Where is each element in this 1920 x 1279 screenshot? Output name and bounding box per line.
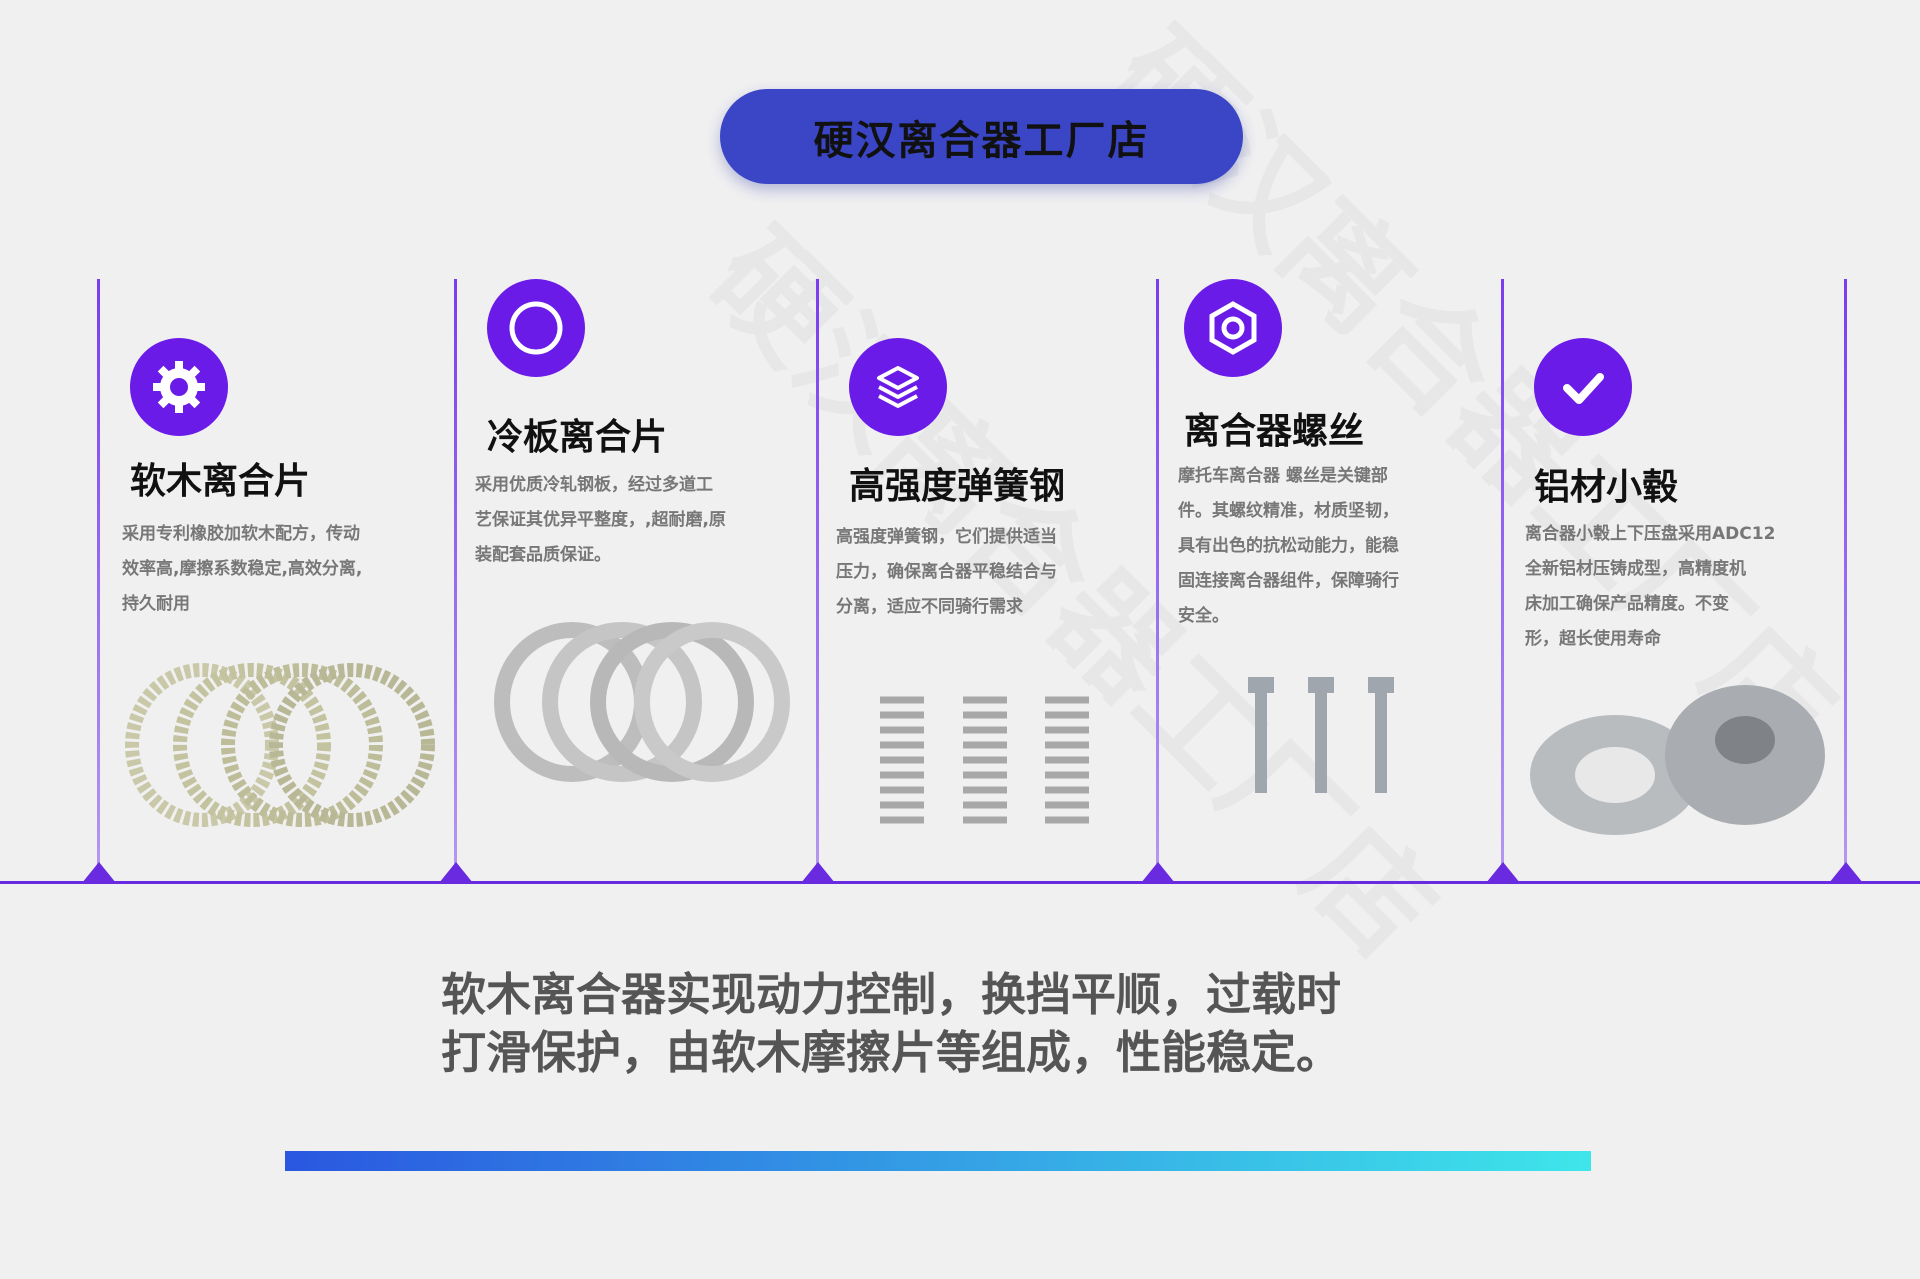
check-icon [1534,338,1632,436]
column-title: 离合器螺丝 [1184,411,1365,452]
column-desc: 采用优质冷轧钢板，经过多道工艺保证其优异平整度，,超耐磨,原装配套品质保证。 [475,475,726,565]
bolts-image [1248,677,1394,793]
column-desc: 高强度弹簧钢，它们提供适当压力，确保离合器平稳结合与分离，适应不同骑行需求 [836,527,1057,617]
marker [82,862,116,883]
column-title: 软木离合片 [130,461,311,502]
divider [1156,279,1159,882]
cork-clutch-plates-image [125,663,435,827]
divider [97,279,100,882]
divider [1844,279,1847,882]
column-desc: 采用专利橡胶加软木配方，传动效率高,摩擦系数稳定,高效分离,持久耐用 [122,524,363,614]
column-title: 高强度弹簧钢 [849,466,1066,507]
divider [816,279,819,882]
marker [439,862,473,883]
marker [1829,862,1863,883]
hexagon-nut-icon [1184,279,1282,377]
gear-icon [130,338,228,436]
divider [1501,279,1504,882]
column-title: 铝材小毂 [1534,467,1679,508]
circle-icon [487,279,585,377]
summary-text: 软木离合器实现动力控制，换挡平顺，过载时打滑保护，由软木摩擦片等组成，性能稳定。 [441,968,1342,1079]
gradient-bar [285,1151,1591,1171]
layers-icon [849,338,947,436]
clutch-hub-image [1530,685,1825,835]
marker [1486,862,1520,883]
column-desc: 摩托车离合器 螺丝是关键部件。其螺纹精准，材质坚韧，具有出色的抗松动能力，能稳固… [1178,466,1399,626]
column-title: 冷板离合片 [487,417,668,458]
timeline [0,881,1920,884]
steel-clutch-plates-image [494,622,790,782]
page-title: 硬汉离合器工厂店 [720,89,1243,184]
marker [1141,862,1175,883]
marker [801,862,835,883]
divider [454,279,457,882]
springs-image [880,696,1089,824]
